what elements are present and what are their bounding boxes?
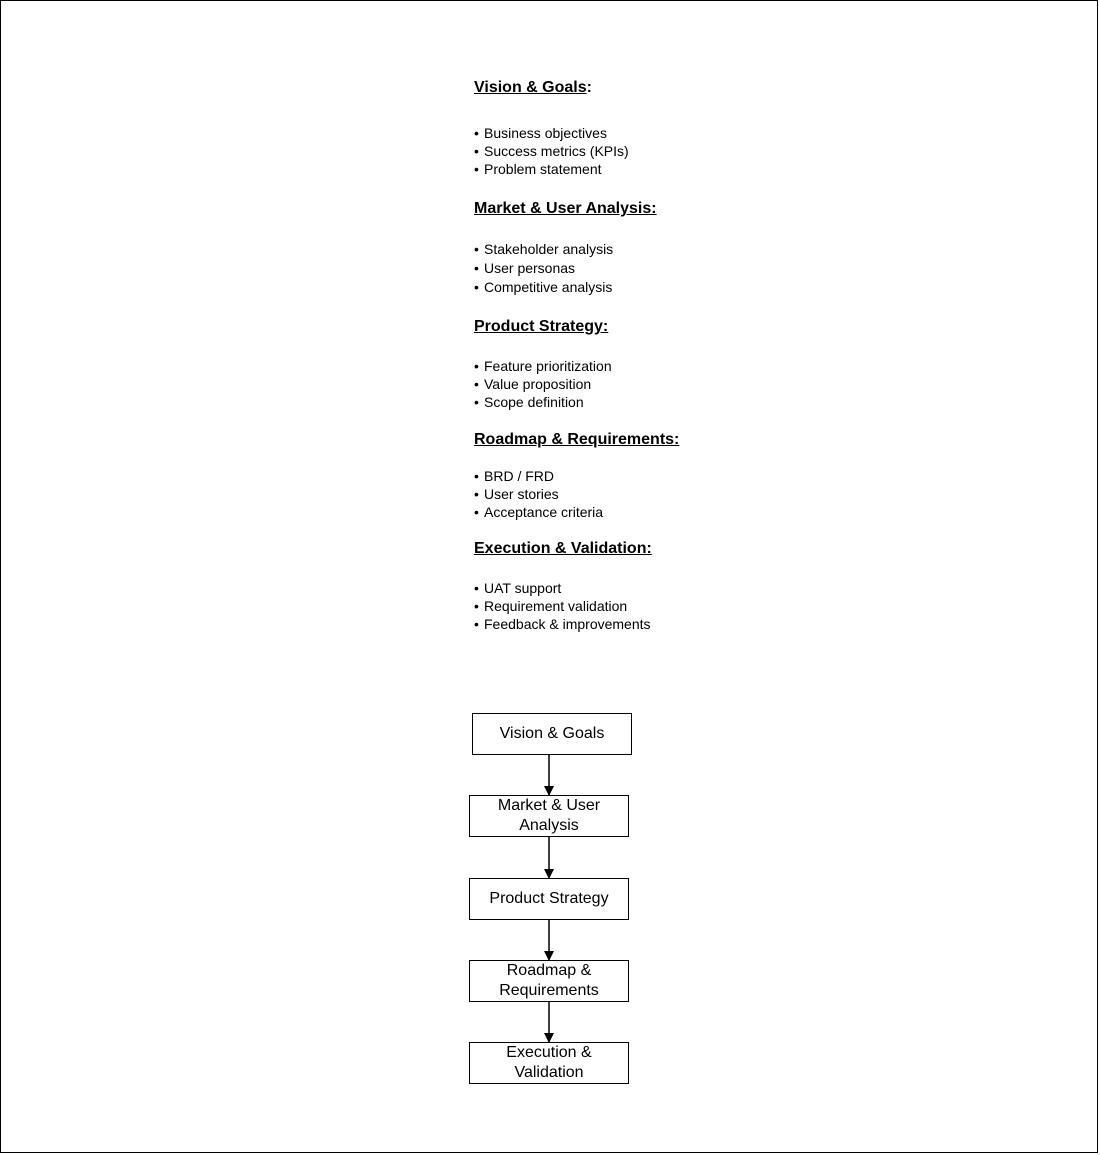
list-item: •Business objectives bbox=[474, 125, 607, 141]
list-item: •Value proposition bbox=[474, 376, 592, 392]
section-item-list: •BRD / FRD •User stories •Acceptance cri… bbox=[474, 467, 603, 521]
bullet-icon: • bbox=[474, 279, 479, 295]
flow-box-label: Market & User Analysis bbox=[497, 797, 601, 834]
list-item: •Competitive analysis bbox=[474, 279, 613, 295]
section-roadmap-requirements: Roadmap & Requirements: •BRD / FRD •User… bbox=[474, 430, 834, 520]
section-market-user-analysis: Market & User Analysis: •Stakeholder ana… bbox=[474, 199, 834, 295]
bullet-icon: • bbox=[474, 260, 479, 276]
list-item: •Success metrics (KPIs) bbox=[474, 143, 629, 159]
bullet-icon: • bbox=[474, 241, 479, 257]
section-title: Execution & Validation: bbox=[474, 540, 652, 557]
bullet-icon: • bbox=[474, 125, 479, 141]
section-item-list: •Feature prioritization •Value propositi… bbox=[474, 357, 612, 411]
bullet-icon: • bbox=[474, 504, 479, 520]
bullet-icon: • bbox=[474, 580, 479, 596]
section-item-list: •Stakeholder analysis •User personas •Co… bbox=[474, 240, 613, 297]
bullet-icon: • bbox=[474, 394, 479, 410]
section-item-list: •Business objectives •Success metrics (K… bbox=[474, 124, 629, 178]
list-item: •BRD / FRD bbox=[474, 468, 554, 484]
section-title: Vision & Goals: bbox=[474, 79, 592, 96]
flow-box-roadmap-requirements: Roadmap & Requirements bbox=[469, 960, 629, 1002]
flow-box-execution-validation: Execution & Validation bbox=[469, 1042, 629, 1084]
section-title: Roadmap & Requirements: bbox=[474, 431, 680, 448]
bullet-icon: • bbox=[474, 616, 479, 632]
section-title: Product Strategy: bbox=[474, 318, 609, 335]
section-title: Market & User Analysis: bbox=[474, 200, 657, 217]
section-execution-validation: Execution & Validation: •UAT support •Re… bbox=[474, 539, 834, 632]
list-item: •Feedback & improvements bbox=[474, 616, 651, 632]
section-item-list: •UAT support •Requirement validation •Fe… bbox=[474, 579, 651, 633]
list-item: •Acceptance criteria bbox=[474, 504, 604, 520]
list-item: •User stories bbox=[474, 486, 559, 502]
flow-box-label: Roadmap & Requirements bbox=[499, 962, 599, 999]
bullet-icon: • bbox=[474, 161, 479, 177]
flow-box-label: Product Strategy bbox=[489, 890, 609, 907]
list-item: •User personas bbox=[474, 260, 576, 276]
list-item: •Problem statement bbox=[474, 161, 602, 177]
bullet-icon: • bbox=[474, 486, 479, 502]
bullet-icon: • bbox=[474, 376, 479, 392]
bullet-icon: • bbox=[474, 143, 479, 159]
section-product-strategy: Product Strategy: •Feature prioritizatio… bbox=[474, 317, 834, 410]
bullet-icon: • bbox=[474, 358, 479, 374]
bullet-icon: • bbox=[474, 598, 479, 614]
list-item: •Scope definition bbox=[474, 394, 584, 410]
list-item: •Feature prioritization bbox=[474, 358, 612, 374]
list-item: •Stakeholder analysis bbox=[474, 241, 614, 257]
bullet-icon: • bbox=[474, 468, 479, 484]
flow-box-vision-goals: Vision & Goals bbox=[472, 713, 632, 755]
flow-box-label: Execution & Validation bbox=[506, 1044, 592, 1081]
list-item: •UAT support bbox=[474, 580, 562, 596]
flow-box-product-strategy: Product Strategy bbox=[469, 878, 629, 920]
flow-box-label: Vision & Goals bbox=[499, 725, 605, 742]
flow-box-market-user-analysis: Market & User Analysis bbox=[469, 795, 629, 837]
list-item: •Requirement validation bbox=[474, 598, 628, 614]
section-vision-goals: Vision & Goals: •Business objectives •Su… bbox=[474, 78, 834, 177]
